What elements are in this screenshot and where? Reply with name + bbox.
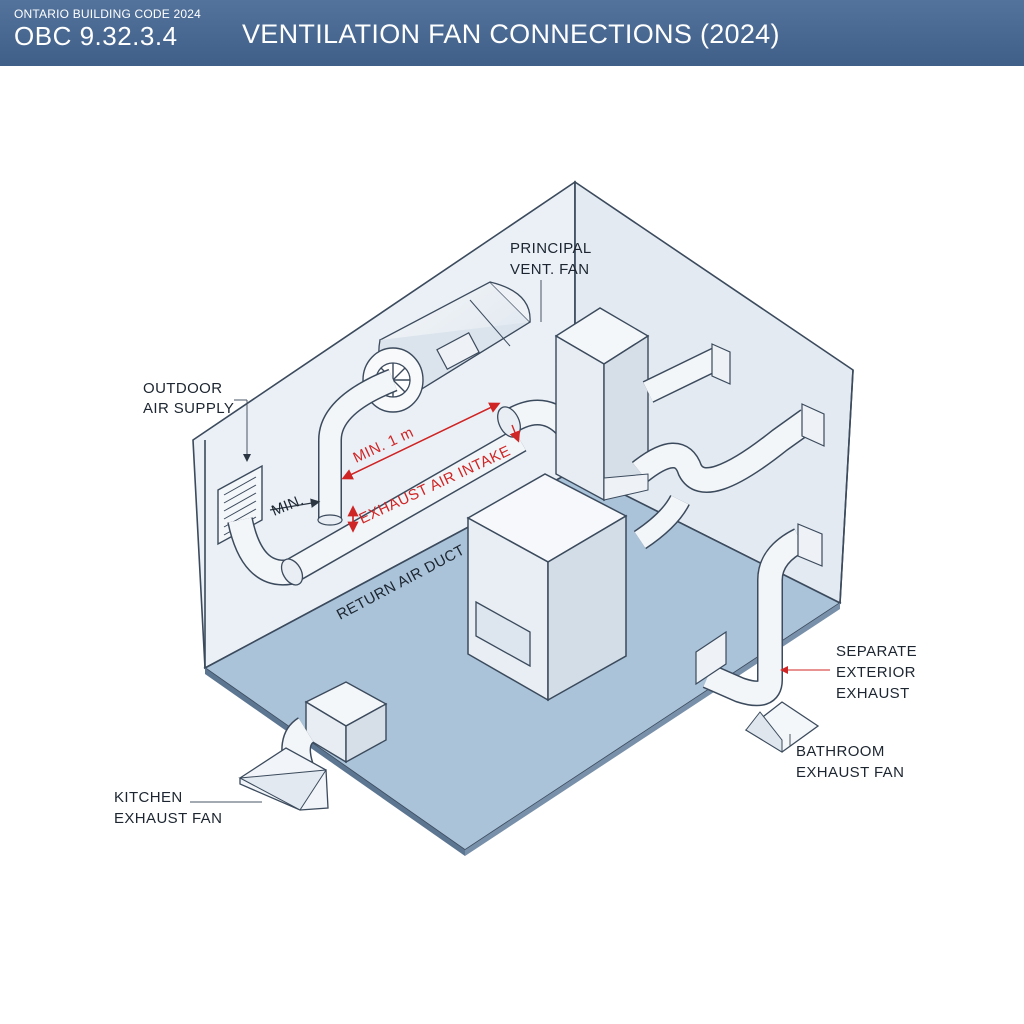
ventilation-diagram: PRINCIPAL VENT. FAN OUTDOOR AIR SUPPLY M… [114, 180, 917, 856]
separate-exhaust-label-line1: SEPARATE [836, 643, 917, 660]
kitchen-exhaust-fan [238, 681, 388, 811]
fan-supply-pipe [317, 368, 398, 526]
outdoor-air-duct [227, 428, 527, 586]
furnace [466, 473, 649, 702]
outdoor-air-label-line1: OUTDOOR [143, 380, 222, 397]
principal-fan-label-line2: VENT. FAN [510, 261, 589, 278]
supply-plenum [554, 307, 650, 502]
principal-vent-fan [362, 281, 532, 413]
dimension-marks [269, 402, 521, 533]
right-wall-ducts [631, 343, 825, 550]
page-title: VENTILATION FAN CONNECTIONS (2024) [242, 19, 780, 49]
separate-exhaust-label-line2: EXTERIOR [836, 664, 916, 681]
code-section: OBC 9.32.3.4 [14, 21, 178, 51]
bathroom-fan-label-line1: BATHROOM [796, 743, 885, 760]
leader-lines [190, 280, 830, 803]
code-name: ONTARIO BUILDING CODE 2024 [14, 7, 202, 21]
kitchen-fan-label-line1: KITCHEN [114, 789, 183, 806]
separate-exhaust-label-line3: EXHAUST [836, 685, 910, 702]
floor-right-edge [465, 603, 840, 856]
kitchen-fan-label-line2: EXHAUST FAN [114, 810, 222, 827]
title-bar: ONTARIO BUILDING CODE 2024 OBC 9.32.3.4 … [0, 0, 1024, 66]
bathroom-exhaust-duct [695, 523, 823, 707]
bathroom-exhaust-fan [744, 701, 820, 753]
floor-front-edge [205, 668, 465, 856]
bathroom-fan-label-line2: EXHAUST FAN [796, 764, 904, 781]
principal-fan-label-line1: PRINCIPAL [510, 240, 592, 257]
outdoor-air-label-line2: AIR SUPPLY [143, 400, 234, 417]
